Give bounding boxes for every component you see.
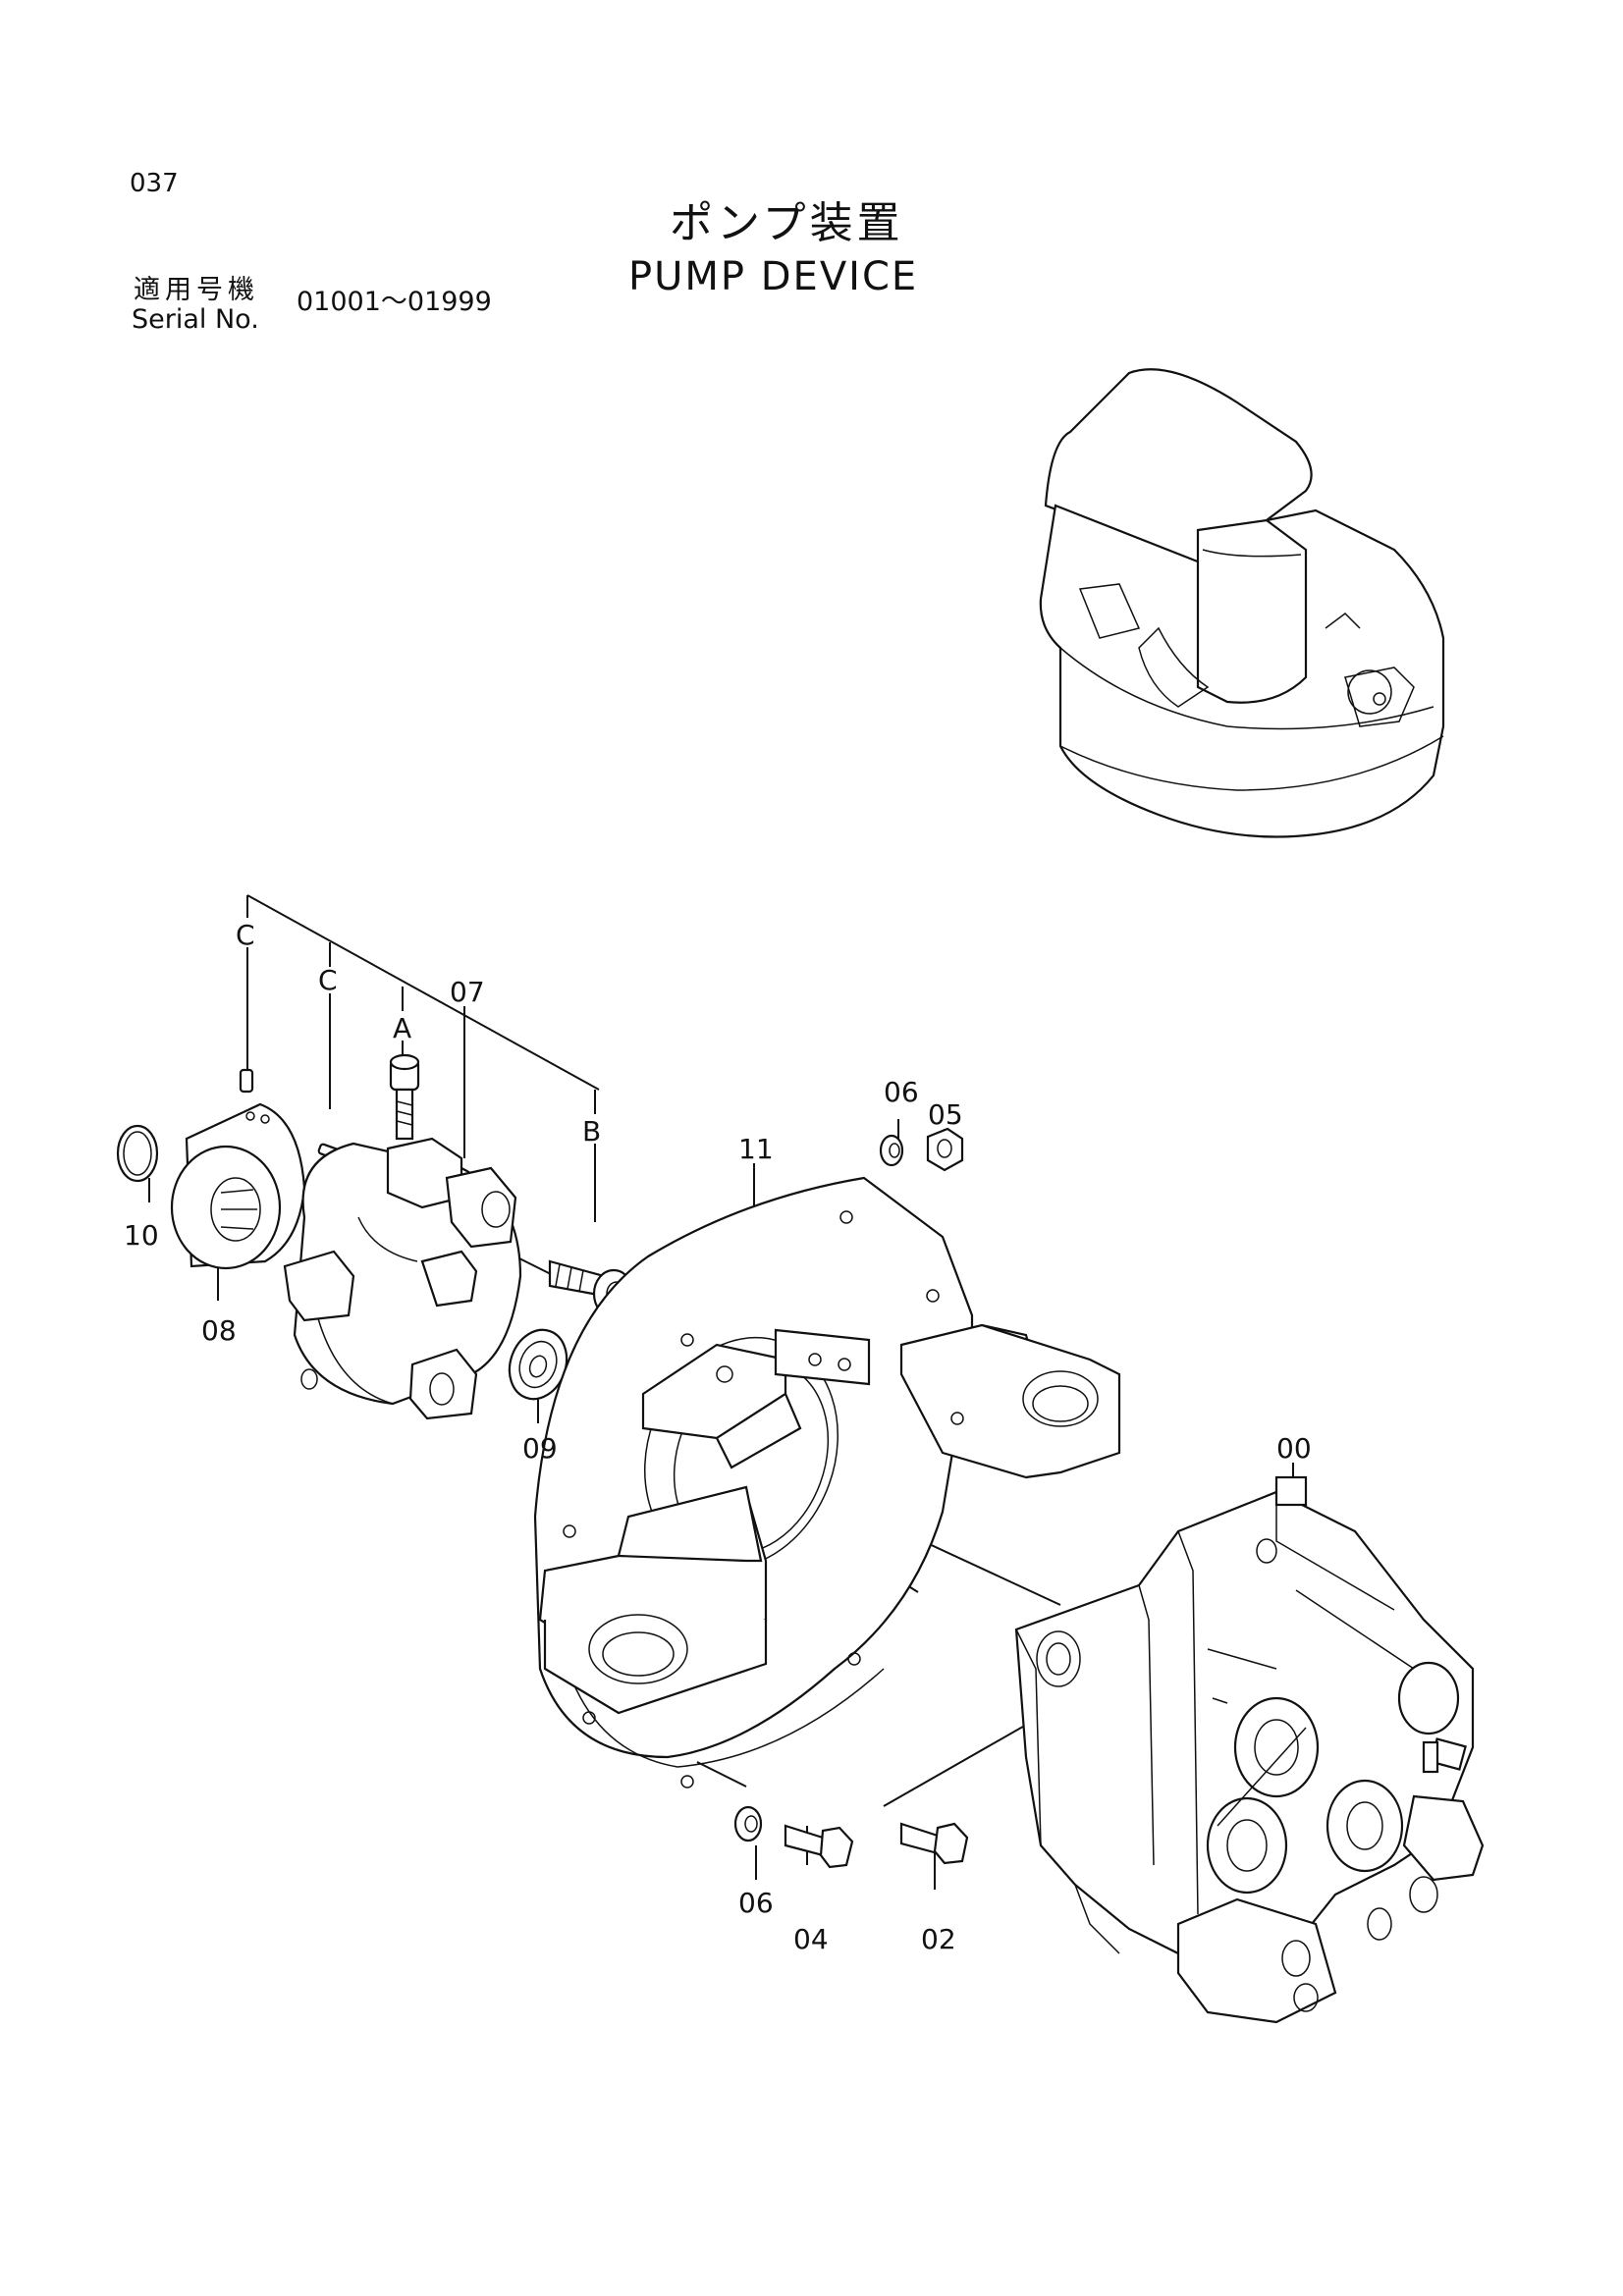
- callout-part-00: 00: [1276, 1432, 1312, 1465]
- flange-bolt-part: [784, 1824, 854, 1869]
- serial-label-japanese: 適用号機: [134, 275, 259, 305]
- serial-label-english: Serial No.: [132, 304, 259, 335]
- lock-washer-part: [733, 1805, 763, 1842]
- title-japanese: ポンプ装置: [670, 198, 904, 248]
- serial-range: 01001～01999: [297, 287, 492, 317]
- title-english: PUMP DEVICE: [628, 254, 919, 299]
- callout-part-05: 05: [928, 1098, 963, 1131]
- callout-part-07: 07: [450, 976, 485, 1008]
- callout-part-10: 10: [124, 1219, 159, 1252]
- callout-ref-c-left: C: [236, 919, 255, 951]
- callout-part-06-top: 06: [884, 1076, 919, 1108]
- flexible-coupling-part: [283, 1137, 522, 1420]
- callout-labels: C C A B 07 10 08 09 11 06 05 00 06 04 02: [124, 919, 1312, 1955]
- lock-washer-part: [879, 1134, 904, 1167]
- spring-pin-part: [239, 1068, 254, 1094]
- callout-part-02: 02: [921, 1923, 956, 1955]
- hex-nut-part: [926, 1127, 964, 1172]
- callout-part-06-bottom: 06: [738, 1887, 774, 1919]
- callout-ref-c-right: C: [318, 964, 338, 996]
- callout-part-11: 11: [738, 1133, 774, 1165]
- callout-part-04: 04: [793, 1923, 829, 1955]
- callout-part-08: 08: [201, 1314, 237, 1347]
- hydraulic-pump-part: [1014, 1475, 1485, 2024]
- callout-ref-b: B: [582, 1115, 601, 1148]
- page-number: 037: [130, 169, 179, 198]
- pump-mounting-plate-part: [533, 1176, 1121, 1789]
- machine-overview-illustration: [1039, 368, 1445, 838]
- callout-ref-a: A: [393, 1012, 411, 1044]
- callout-part-09: 09: [522, 1432, 558, 1465]
- coupling-hub-part: [170, 1102, 306, 1270]
- seal-washer-part: [508, 1328, 568, 1401]
- flange-bolt-part: [899, 1822, 969, 1865]
- socket-bolt-part: [389, 1053, 420, 1141]
